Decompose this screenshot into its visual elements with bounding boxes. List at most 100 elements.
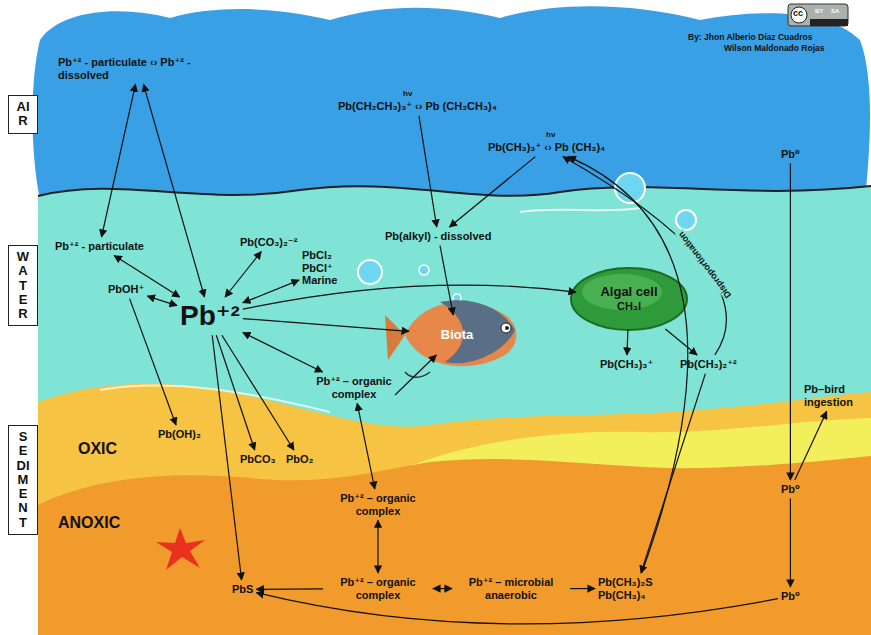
- layer-box: AIR: [8, 95, 38, 134]
- flow-arrow: [419, 116, 437, 227]
- node-text: PbOH⁺: [108, 283, 144, 296]
- flow-arrow: [795, 411, 827, 480]
- central-species: Pb⁺²: [180, 300, 240, 332]
- species-label: PbOH⁺: [108, 283, 144, 296]
- flow-arrow: [243, 280, 299, 303]
- zone-label: ANOXIC: [58, 514, 120, 532]
- flow-arrow: [377, 520, 378, 573]
- flow-arrow: [450, 157, 536, 227]
- node-text: Pb(OH)₂: [158, 428, 201, 441]
- flow-arrow: [256, 588, 323, 590]
- flow-arrow: [102, 84, 136, 237]
- species-label: Pb⁺² – organic complex: [302, 375, 406, 400]
- sediment-line: [100, 386, 330, 412]
- fish: [385, 300, 516, 377]
- cc-circle: [791, 7, 807, 23]
- flow-arrow: [357, 403, 375, 489]
- node-text: Pb(CH₃)₂⁺²: [680, 358, 737, 371]
- species-label: Pb⁺² - particulate ‹› Pb⁺² - dissolved: [58, 56, 220, 81]
- water-ripple: [520, 208, 640, 212]
- species-label: Pb–bird ingestion: [804, 383, 864, 408]
- species-label: Pb⁰: [781, 483, 800, 496]
- node-text: Pb⁺² - particulate: [55, 240, 144, 253]
- species-label: Pb⁺² – organic complex: [326, 576, 430, 601]
- flow-arrow: [440, 246, 453, 315]
- flow-arrow: [641, 374, 705, 573]
- oxic-layer: [38, 384, 871, 635]
- node-text: Pb⁰: [781, 590, 800, 603]
- species-label: Pb(alkyl) - dissolved: [385, 230, 491, 243]
- bubble: [419, 265, 429, 275]
- anoxic-layer: [38, 456, 871, 635]
- cc-band: [810, 19, 848, 26]
- node-text: SEDIMENT: [17, 430, 30, 530]
- flow-arrow: [568, 157, 687, 573]
- species-label: Pb⁺² – organic complex: [326, 492, 430, 517]
- flow-arrow: [626, 329, 628, 355]
- light-symbol: hν: [403, 89, 412, 98]
- author-credit: Wilson Maldonado Rojas: [724, 43, 825, 53]
- node-text: PbS: [232, 583, 253, 596]
- species-label: Pb(CH₂CH₃)₃⁺ ‹› Pb (CH₂CH₃)₄: [338, 100, 497, 113]
- flow-arrow: [395, 355, 436, 395]
- node-text: Pb(CH₃)₂S Pb(CH₃)₄: [598, 576, 674, 601]
- species-label: Pb⁰: [781, 590, 800, 603]
- bubble: [676, 210, 696, 230]
- node-text: Biota: [412, 328, 502, 343]
- species-label: Pb(CH₃)₂S Pb(CH₃)₄: [598, 576, 674, 601]
- species-label: Pb(CH₃)₃⁺: [600, 358, 653, 371]
- node-text: PbCl₂ PbCl⁺ Marine: [302, 249, 356, 287]
- license-mark: SA: [831, 8, 839, 14]
- node-text: Algal cell: [579, 285, 679, 300]
- flow-arrow: [433, 588, 452, 589]
- node-text: Pb⁺² – microbial anaerobic: [455, 576, 567, 601]
- algal-cell: [571, 268, 687, 330]
- node-text: Pb(CO₃)₂⁻²: [240, 236, 297, 249]
- node-text: Pb(alkyl) - dissolved: [385, 230, 491, 243]
- node-text: Pb(CH₂CH₃)₃⁺ ‹› Pb (CH₂CH₃)₄: [338, 100, 497, 113]
- light-symbol: hν: [546, 130, 555, 139]
- node-text: PbO₂: [286, 453, 314, 466]
- node-text: Pb⁺² – organic complex: [326, 576, 430, 601]
- flow-arrow: [790, 164, 791, 480]
- air-cloud: [33, 6, 871, 200]
- node-text: PbCO₃: [240, 453, 276, 466]
- zone-label: OXIC: [78, 440, 117, 458]
- node-text: Pb–bird ingestion: [804, 383, 864, 408]
- flow-arrow: [243, 333, 323, 373]
- author-credit: By: Jhon Alberio Díaz Cuadros: [688, 32, 812, 42]
- license-mark: cc: [793, 8, 803, 18]
- node-text: Pb⁰: [781, 148, 800, 161]
- flow-arrow: [222, 335, 294, 450]
- flow-arrow: [147, 296, 177, 306]
- flow-arrow: [144, 84, 205, 297]
- flow-arrow: [243, 285, 576, 309]
- cc-badge: [788, 4, 848, 26]
- node-text: AIR: [17, 100, 30, 129]
- flow-arrow: [665, 329, 697, 355]
- flow-arrow: [243, 319, 409, 332]
- species-label: Pb(CH₃)₂⁺²: [680, 358, 737, 371]
- node-text: Pb(CH₃)₃⁺: [600, 358, 653, 371]
- algal-cell-node: Algal cellCH₃I: [579, 272, 679, 326]
- flow-arrow: [130, 299, 176, 425]
- flow-arrow: [225, 252, 261, 297]
- node-text: Pb(CH₃)₃⁺ ‹› Pb (CH₃)₄: [488, 141, 605, 154]
- node-text: WATER: [17, 250, 30, 321]
- species-label: PbCl₂ PbCl⁺ Marine: [302, 249, 356, 287]
- species-label: Pb⁺² - particulate: [55, 240, 144, 253]
- node-text: Pb⁺² – organic complex: [302, 375, 406, 400]
- node-text: Pb⁺² - particulate ‹› Pb⁺² - dissolved: [58, 56, 220, 81]
- starfish: [156, 528, 205, 570]
- species-label: Pb⁺² – microbial anaerobic: [455, 576, 567, 601]
- node-text: Pb⁰: [781, 483, 800, 496]
- flow-arrow: [212, 335, 241, 580]
- node-text: Pb⁺²: [180, 300, 240, 332]
- species-label: PbS: [232, 583, 253, 596]
- flow-arrow: [216, 335, 254, 450]
- layer-box: WATER: [8, 245, 38, 326]
- flow-arrow: [570, 588, 595, 589]
